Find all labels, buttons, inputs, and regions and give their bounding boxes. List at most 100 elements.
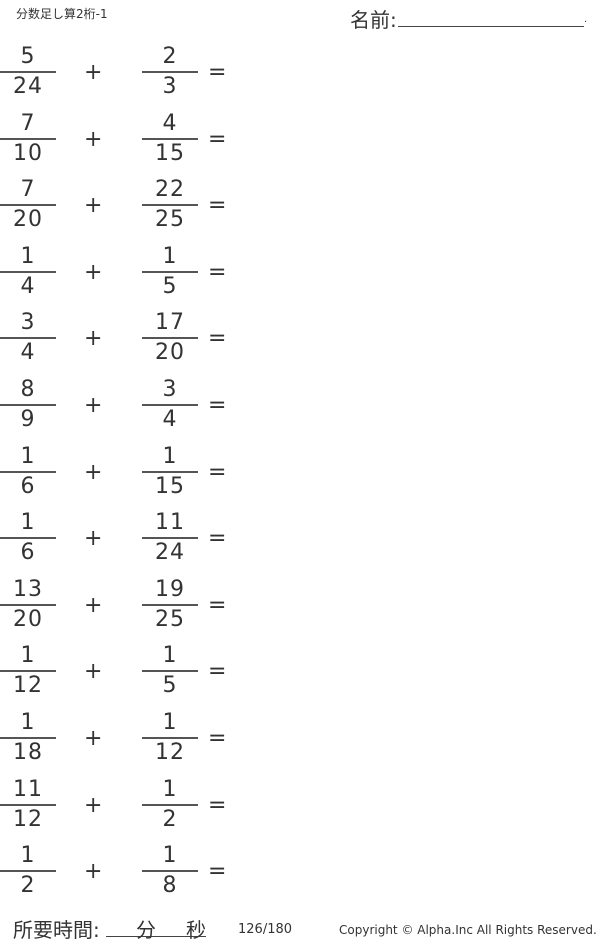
fraction-bar (0, 603, 56, 606)
equals-operator: = (208, 526, 227, 552)
denominator: 25 (155, 207, 185, 233)
denominator: 25 (155, 606, 185, 632)
problem-row: 11 12 + 1 2 = (0, 777, 260, 843)
plus-operator: + (84, 259, 103, 285)
numerator: 1 (20, 243, 36, 269)
problem-row: 7 20 + 22 25 = (0, 177, 260, 243)
fraction-right: 1 8 (142, 843, 198, 899)
minutes-blank[interactable] (106, 936, 206, 937)
denominator: 12 (155, 740, 185, 765)
fraction-left: 1 4 (0, 244, 56, 300)
denominator: 2 (162, 806, 178, 832)
name-field[interactable] (398, 26, 584, 27)
numerator: 1 (162, 710, 178, 735)
numerator: 2 (162, 44, 178, 69)
numerator: 8 (20, 377, 36, 402)
fraction-right: 19 25 (142, 577, 198, 633)
fraction-bar (0, 71, 56, 73)
numerator: 3 (162, 377, 178, 402)
denominator: 20 (13, 606, 43, 632)
numerator: 1 (20, 643, 36, 669)
denominator: 5 (162, 673, 178, 699)
denominator: 12 (13, 673, 43, 699)
plus-operator: + (84, 659, 103, 685)
plus-operator: + (84, 592, 103, 618)
plus-operator: + (84, 60, 103, 85)
equals-operator: = (208, 326, 227, 352)
denominator: 20 (155, 340, 185, 366)
fraction-left: 1 2 (0, 843, 56, 899)
fraction-bar (0, 337, 56, 340)
fraction-right: 11 24 (142, 510, 198, 566)
fraction-bar (0, 470, 56, 473)
fraction-bar (0, 204, 56, 207)
denominator: 24 (155, 540, 185, 566)
plus-operator: + (84, 526, 103, 552)
plus-operator: + (84, 859, 103, 885)
plus-operator: + (84, 792, 103, 818)
time-label: 所要時間: (13, 918, 100, 942)
numerator: 1 (162, 843, 178, 869)
worksheet-title: 分数足し算2桁-1 (16, 7, 108, 21)
denominator: 12 (13, 806, 43, 832)
fraction-bar (0, 404, 56, 406)
numerator: 11 (13, 776, 43, 802)
fraction-bar (142, 204, 198, 207)
fraction-bar (142, 803, 198, 806)
fraction-bar (0, 137, 56, 140)
denominator: 3 (162, 74, 178, 99)
copyright: Copyright © Alpha.Inc All Rights Reserve… (339, 923, 597, 937)
fraction-right: 17 20 (142, 310, 198, 366)
denominator: 24 (13, 74, 43, 99)
denominator: 9 (20, 407, 36, 432)
numerator: 1 (20, 843, 36, 869)
equals-operator: = (208, 126, 227, 152)
plus-operator: + (84, 393, 103, 418)
fraction-right: 2 3 (142, 44, 198, 100)
equals-operator: = (208, 60, 227, 85)
plus-operator: + (84, 459, 103, 485)
fraction-left: 5 24 (0, 44, 56, 100)
numerator: 4 (162, 110, 178, 136)
fraction-right: 1 5 (142, 244, 198, 300)
fraction-right: 4 15 (142, 111, 198, 167)
denominator: 6 (20, 540, 36, 566)
fraction-left: 7 10 (0, 111, 56, 167)
fraction-left: 11 12 (0, 777, 56, 833)
fraction-bar (142, 670, 198, 673)
numerator: 1 (162, 776, 178, 802)
numerator: 19 (155, 576, 185, 602)
fraction-bar (142, 270, 198, 273)
equals-operator: = (208, 193, 227, 219)
denominator: 4 (162, 407, 178, 432)
minutes-unit: 分 (136, 918, 156, 942)
problem-row: 1 6 + 11 24 = (0, 510, 260, 576)
fraction-bar (0, 537, 56, 540)
problem-row: 13 20 + 19 25 = (0, 577, 260, 643)
fraction-bar (142, 537, 198, 540)
problem-row: 1 4 + 1 5 = (0, 244, 260, 310)
problem-row: 1 18 + 1 12 = (0, 710, 260, 776)
problem-row: 3 4 + 17 20 = (0, 310, 260, 376)
fraction-right: 1 5 (142, 643, 198, 699)
numerator: 11 (155, 510, 185, 536)
problem-row: 1 12 + 1 5 = (0, 643, 260, 709)
fraction-left: 3 4 (0, 310, 56, 366)
plus-operator: + (84, 326, 103, 352)
numerator: 17 (155, 310, 185, 336)
fraction-bar (142, 137, 198, 140)
numerator: 22 (155, 177, 185, 203)
denominator: 18 (13, 740, 43, 765)
plus-operator: + (84, 193, 103, 219)
fraction-bar (0, 737, 56, 739)
denominator: 2 (20, 873, 36, 899)
equals-operator: = (208, 393, 227, 418)
numerator: 1 (162, 243, 178, 269)
fraction-left: 7 20 (0, 177, 56, 233)
fraction-bar (142, 71, 198, 73)
numerator: 3 (20, 310, 36, 336)
problem-row: 8 9 + 3 4 = (0, 377, 260, 443)
denominator: 8 (162, 873, 178, 899)
name-label: 名前: (350, 8, 397, 32)
equals-operator: = (208, 259, 227, 285)
